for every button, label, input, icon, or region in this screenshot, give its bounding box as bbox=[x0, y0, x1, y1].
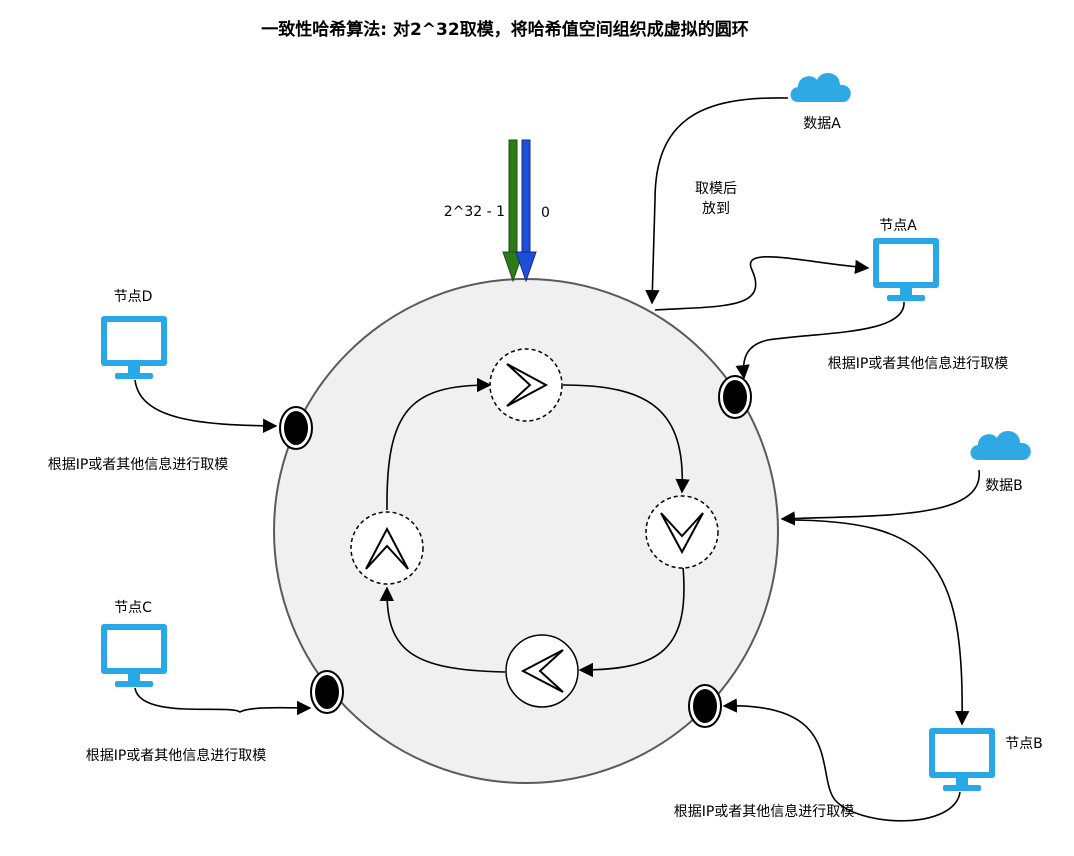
mapping-label-line-1: 取模后 bbox=[695, 181, 737, 197]
mapping-label-line-2: 放到 bbox=[702, 201, 730, 217]
ring-origin-arrows bbox=[502, 139, 537, 283]
node-c-label: 节点C bbox=[114, 600, 152, 616]
node-a-link-arrow bbox=[654, 255, 870, 311]
ring-start-label: 0 bbox=[541, 205, 550, 221]
node-c-mapping-arrow bbox=[134, 687, 312, 716]
node-d-marker-icon bbox=[279, 406, 313, 450]
direction-right-icon bbox=[489, 348, 563, 422]
node-d-label: 节点D bbox=[114, 289, 153, 305]
monitor-icon bbox=[101, 316, 167, 379]
cloud-icon bbox=[970, 430, 1031, 460]
end-arrow-shaft bbox=[508, 139, 518, 257]
data-b-mapping-arrow bbox=[780, 469, 980, 526]
node-a-mapping-arrow bbox=[735, 301, 905, 380]
cloud-icon bbox=[790, 72, 851, 102]
node-a-note: 根据IP或者其他信息进行取模 bbox=[828, 355, 1009, 372]
diagram-title: 一致性哈希算法: 对2^32取模，将哈希值空间组织成虚拟的圆环 bbox=[261, 19, 748, 40]
direction-up-icon bbox=[350, 511, 424, 585]
node-a-marker-icon bbox=[718, 375, 752, 419]
direction-down-icon bbox=[645, 495, 719, 569]
loop-arrow-top-right bbox=[562, 384, 690, 494]
monitor-icon bbox=[873, 238, 939, 301]
data-a-mapping-arrow bbox=[645, 97, 789, 305]
node-b-label: 节点B bbox=[1005, 736, 1043, 752]
start-arrow-shaft bbox=[521, 139, 531, 257]
node-b-note: 根据IP或者其他信息进行取模 bbox=[674, 803, 855, 820]
node-b-mapping-arrow bbox=[722, 698, 961, 822]
node-b-link-arrow bbox=[785, 519, 970, 726]
node-c-note: 根据IP或者其他信息进行取模 bbox=[86, 747, 267, 764]
loop-arrow-top-left bbox=[386, 377, 492, 511]
direction-left-icon bbox=[505, 634, 579, 708]
node-a-label: 节点A bbox=[879, 218, 917, 234]
loop-arrow-bottom-left bbox=[379, 586, 506, 673]
ring-end-label: 2^32 - 1 bbox=[444, 204, 505, 220]
monitor-icon bbox=[929, 728, 995, 791]
data-b-label: 数据B bbox=[985, 478, 1023, 494]
node-c-marker-icon bbox=[310, 670, 344, 714]
data-a-label: 数据A bbox=[803, 116, 841, 132]
clockwise-loop bbox=[379, 377, 690, 678]
node-d-mapping-arrow bbox=[134, 379, 278, 434]
node-d-note: 根据IP或者其他信息进行取模 bbox=[48, 456, 229, 473]
node-b-marker-icon bbox=[688, 684, 722, 728]
loop-arrow-bottom-right bbox=[578, 566, 685, 678]
monitor-icon bbox=[101, 624, 167, 687]
start-arrow-head bbox=[515, 251, 537, 283]
